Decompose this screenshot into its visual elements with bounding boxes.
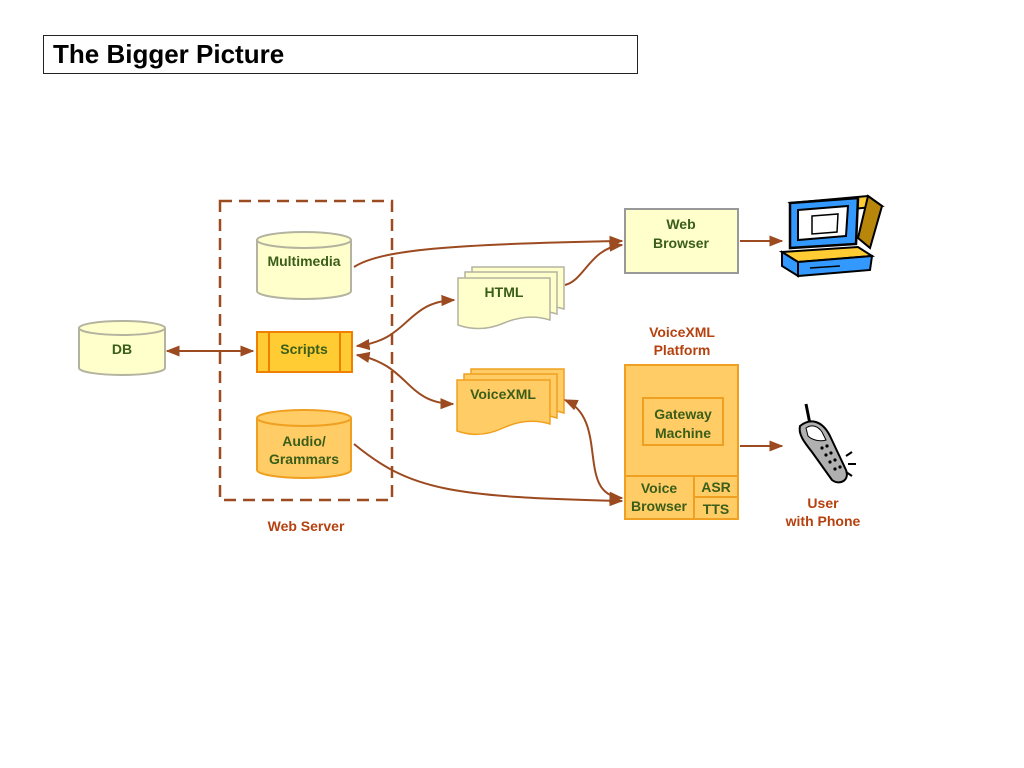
voice-browser-label-line1: Voice [641,480,678,496]
voicexml-document-stack: VoiceXML [456,368,565,436]
user-label-line1: User [807,495,839,511]
cell-phone-icon [798,403,856,484]
web-browser-label-line1: Web [666,216,695,232]
voicexml-label: VoiceXML [470,386,536,402]
gateway-label-line1: Gateway [654,406,712,422]
platform-label-line1: VoiceXML [649,324,715,340]
multimedia-label: Multimedia [267,253,340,269]
audio-to-voice-browser-arrow [353,443,624,507]
scripts-block: Scripts [256,331,353,373]
computer-icon [778,194,885,278]
html-to-web-browser-arrow [564,240,624,286]
audio-grammars-store: Audio/ Grammars [256,409,352,479]
gateway-machine-box [642,397,724,446]
web-server-region [218,199,394,502]
audio-grammars-label-line1: Audio/ [282,433,326,449]
platform-label-line2: Platform [654,342,711,358]
scripts-label: Scripts [280,341,328,357]
db-store: DB [78,320,166,376]
html-label: HTML [485,284,524,300]
connectors [165,235,784,507]
multimedia-to-web-browser-arrow [353,235,624,268]
scripts-to-voicexml-arrow [355,351,455,410]
asr-label: ASR [701,479,731,495]
db-label: DB [112,341,132,357]
web-browser-label-line2: Browser [653,235,710,251]
multimedia-store: Multimedia [256,231,352,300]
voicexml-to-voice-browser-arrow [563,399,624,503]
voicexml-platform: Gateway Machine Voice Browser ASR TTS [624,364,739,520]
gateway-label-line2: Machine [655,425,711,441]
scripts-to-html-arrow [355,294,456,351]
web-server-label: Web Server [268,518,345,534]
slide-title: The Bigger Picture [43,35,638,74]
audio-grammars-label-line2: Grammars [269,451,339,467]
voice-browser-label-line2: Browser [631,498,688,514]
user-label-line2: with Phone [785,513,861,529]
web-browser-box: Web Browser [624,208,739,274]
html-document-stack: HTML [457,266,565,330]
tts-label: TTS [703,501,729,517]
